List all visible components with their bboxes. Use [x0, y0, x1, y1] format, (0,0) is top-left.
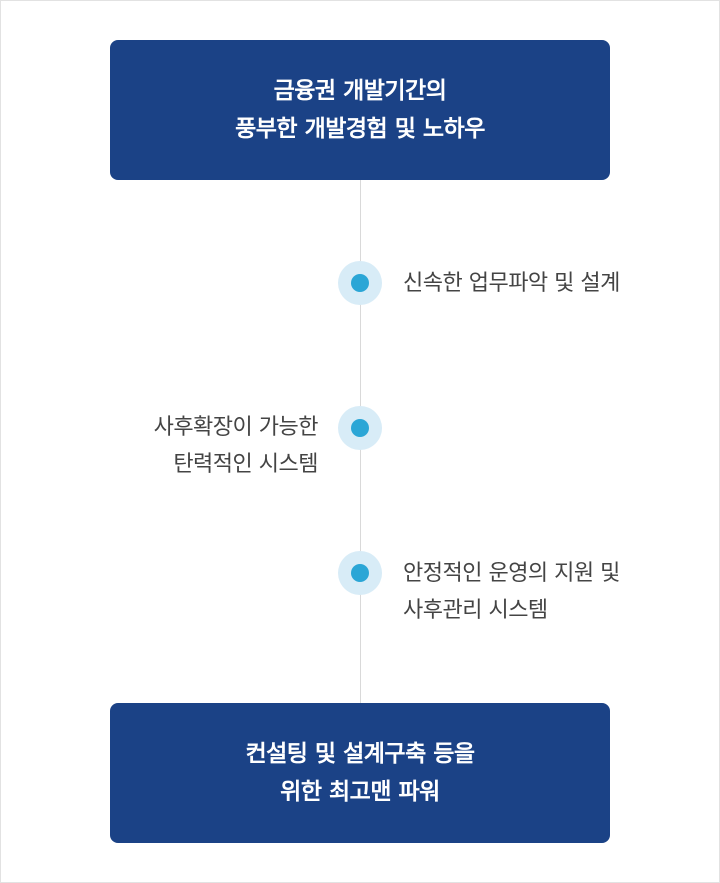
- point-label-3: 안정적인 운영의 지원 및 사후관리 시스템: [403, 555, 620, 629]
- point-3-line-1: 안정적인 운영의 지원 및: [403, 561, 620, 586]
- top-box-line-2: 풍부한 개발경험 및 노하우: [235, 116, 485, 142]
- top-box: 금융권 개발기간의 풍부한 개발경험 및 노하우: [110, 40, 610, 180]
- timeline-node-3: [338, 551, 382, 595]
- point-label-2: 사후확장이 가능한 탄력적인 시스템: [153, 409, 319, 483]
- bottom-box-line-2: 위한 최고맨 파워: [280, 779, 440, 805]
- timeline-dot-3: [351, 564, 369, 582]
- point-2-line-1: 사후확장이 가능한: [153, 415, 319, 440]
- timeline-node-2: [338, 406, 382, 450]
- point-label-1: 신속한 업무파악 및 설계: [403, 265, 620, 302]
- top-box-line-1: 금융권 개발기간의: [273, 78, 447, 104]
- timeline-dot-2: [351, 419, 369, 437]
- timeline-node-1: [338, 261, 382, 305]
- bottom-box-line-1: 컨설팅 및 설계구축 등을: [245, 741, 475, 767]
- point-1-line-1: 신속한 업무파악 및 설계: [403, 271, 620, 296]
- bottom-box: 컨설팅 및 설계구축 등을 위한 최고맨 파워: [110, 703, 610, 843]
- point-3-line-2: 사후관리 시스템: [403, 598, 548, 623]
- point-2-line-2: 탄력적인 시스템: [173, 452, 318, 477]
- timeline-dot-1: [351, 274, 369, 292]
